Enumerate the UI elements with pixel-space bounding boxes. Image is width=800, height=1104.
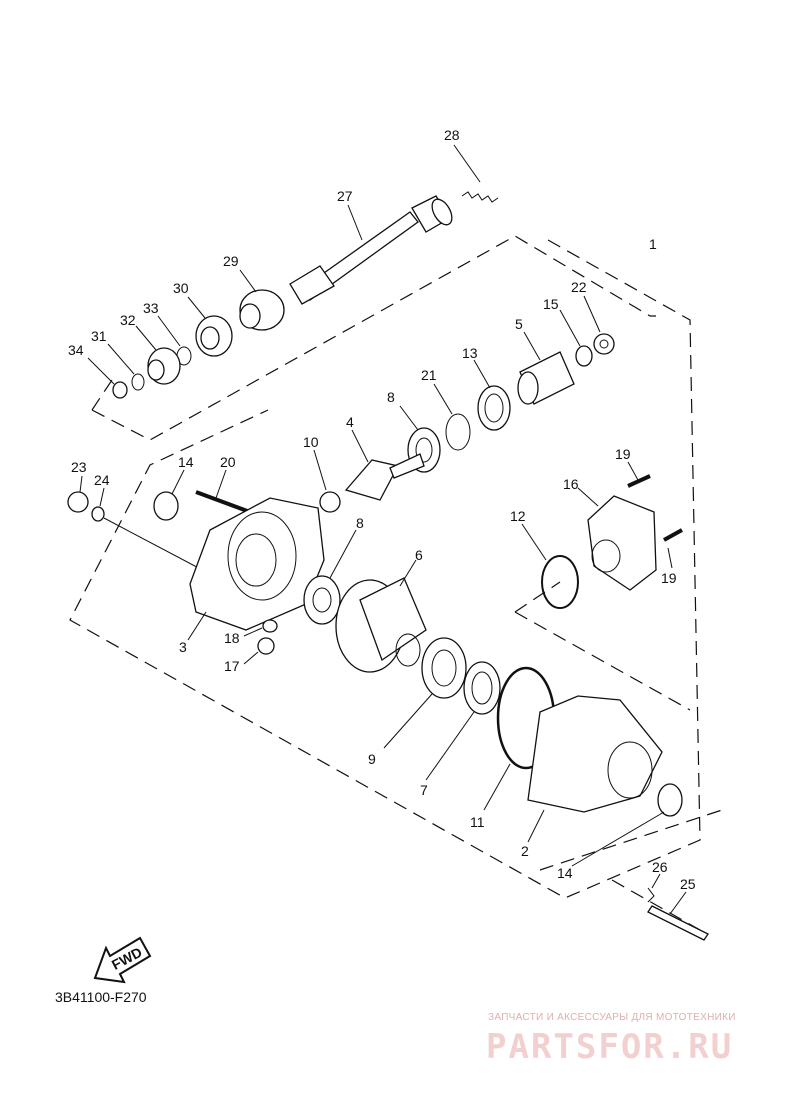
callout-16: 16 [563, 476, 579, 492]
callout-15: 15 [543, 296, 559, 312]
nut-23-part [67, 475, 89, 513]
callout-13: 13 [462, 345, 478, 361]
callout-11: 11 [470, 814, 485, 830]
pin-25-part [647, 891, 709, 941]
callout-31: 31 [91, 328, 107, 344]
callout-32: 32 [120, 312, 136, 328]
pinion-4-part [344, 429, 425, 501]
callout-33: 33 [143, 300, 159, 316]
drive-shaft-part [289, 195, 453, 305]
fwd-arrow-icon: FWD [93, 936, 152, 984]
washer-24-part [91, 487, 211, 575]
cover-16-part [577, 487, 657, 591]
seal-30-part [187, 296, 233, 357]
case-2-part [527, 695, 663, 843]
callout-1: 1 [649, 236, 657, 252]
callout-20: 20 [220, 454, 236, 470]
callout-19b: 19 [661, 570, 677, 586]
washer-18-part [243, 619, 278, 637]
callout-12: 12 [510, 508, 526, 524]
callout-22: 22 [571, 279, 587, 295]
callout-23: 23 [71, 459, 87, 475]
assembly-outline-upper [91, 235, 656, 441]
callout-14a: 14 [178, 454, 194, 470]
circlip-21-part [433, 383, 471, 451]
coupling-5-part [517, 331, 575, 405]
ring-31-part [107, 343, 145, 391]
nut-22-part [583, 295, 615, 355]
seal-14-lower-part [571, 783, 683, 867]
callout-24: 24 [94, 472, 110, 488]
watermark-subtitle: ЗАПЧАСТИ И АКСЕССУАРЫ ДЛЯ МОТОТЕХНИКИ [488, 1012, 736, 1023]
callout-25: 25 [680, 876, 696, 892]
callout-14b: 14 [557, 865, 573, 881]
bearing-9-part [383, 637, 467, 749]
callout-5: 5 [515, 316, 523, 332]
callout-17: 17 [224, 658, 240, 674]
watermark: ЗАПЧАСТИ И АКСЕССУАРЫ ДЛЯ МОТОТЕХНИКИ PA… [486, 1012, 736, 1067]
callout-19a: 19 [615, 446, 631, 462]
callout-18: 18 [224, 630, 240, 646]
callout-labels: 1 2 3 4 5 6 7 8 8 9 10 11 12 13 14 14 15… [68, 127, 696, 892]
callout-29: 29 [223, 253, 239, 269]
callout-6: 6 [415, 547, 423, 563]
bolt-20-part [195, 469, 251, 514]
callout-21: 21 [421, 367, 437, 383]
clip-26-part [647, 873, 661, 903]
oring-12-part [521, 523, 579, 609]
shim-7-part [425, 661, 501, 781]
callout-9: 9 [368, 751, 376, 767]
washer-15-part [559, 309, 593, 367]
assembly-outline-lower [69, 239, 729, 931]
watermark-brand: PARTSFOR.RU [486, 1027, 733, 1067]
callout-8b: 8 [356, 515, 364, 531]
bolt-19-top-part [627, 461, 651, 488]
callout-26: 26 [652, 859, 668, 875]
callout-30: 30 [173, 280, 189, 296]
cap-34-part [87, 357, 128, 399]
spring-part [453, 144, 499, 203]
bearing-10-part [313, 449, 341, 513]
bolt-19-bottom-part [663, 528, 683, 569]
bearing-32-part [135, 325, 181, 385]
bearing-8-lower-part [303, 529, 357, 625]
callout-10: 10 [303, 434, 319, 450]
diagram-code: 3B41100-F270 [55, 989, 147, 1005]
seal-14-upper-part [153, 469, 185, 521]
callout-4: 4 [346, 414, 354, 430]
callout-3: 3 [179, 639, 187, 655]
bearing-29-part [239, 269, 285, 331]
callout-28: 28 [444, 127, 460, 143]
callout-34: 34 [68, 342, 84, 358]
callout-8a: 8 [387, 389, 395, 405]
callout-7: 7 [420, 782, 428, 798]
seal-13-part [473, 359, 511, 431]
case-3-part [187, 497, 325, 641]
plug-17-part [243, 637, 275, 665]
callout-2: 2 [521, 843, 529, 859]
ring-gear-6-part [335, 559, 427, 673]
callout-27: 27 [337, 188, 353, 204]
